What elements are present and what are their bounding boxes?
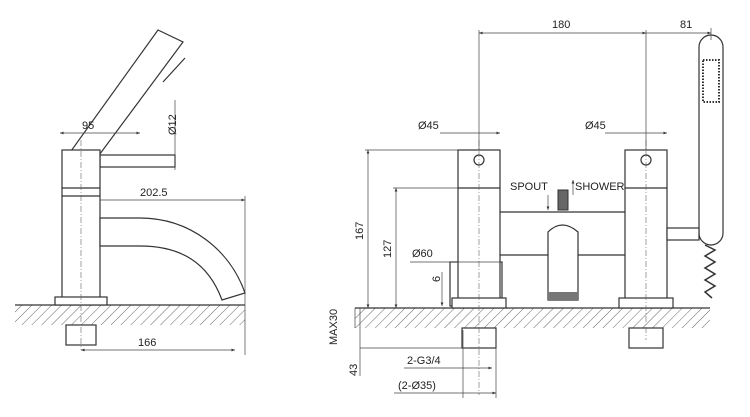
deck-section xyxy=(15,305,245,325)
dim-max30: MAX30 xyxy=(328,309,340,345)
dim-d45-right: Ø45 xyxy=(585,120,606,132)
dim-6: 6 xyxy=(431,276,443,282)
dim-d12: Ø12 xyxy=(167,114,179,135)
diverter-knob xyxy=(557,189,569,211)
dim-95: 95 xyxy=(82,120,94,132)
hose xyxy=(703,244,717,299)
dim-202-5: 202.5 xyxy=(140,187,168,199)
diverter-handle xyxy=(65,29,186,171)
dim-81: 81 xyxy=(680,19,692,31)
dim-d60: Ø60 xyxy=(412,248,433,260)
label-spout: SPOUT xyxy=(510,181,548,193)
dim-43: 43 xyxy=(348,364,360,376)
dim-167: 167 xyxy=(354,222,366,240)
dim-thread: 2-G3/4 xyxy=(407,355,441,367)
spout xyxy=(547,224,579,301)
dim-d45-left: Ø45 xyxy=(418,120,439,132)
dim-nut-diameter: (2-Ø35) xyxy=(398,380,436,392)
dim-166: 166 xyxy=(138,337,156,349)
dim-180: 180 xyxy=(552,19,570,31)
label-shower: SHOWER xyxy=(575,181,625,193)
dim-127: 127 xyxy=(382,240,394,258)
front-view: SPOUT SHOWER 180 81 Ø45 Ø45 167 127 Ø60 xyxy=(328,19,724,398)
side-view: 95 Ø12 202.5 166 xyxy=(15,29,246,355)
deck-section xyxy=(355,308,710,328)
spout xyxy=(99,217,246,301)
